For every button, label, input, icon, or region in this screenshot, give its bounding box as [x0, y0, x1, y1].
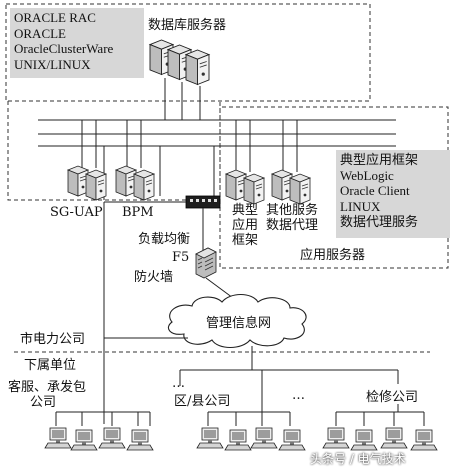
db-info-box: ORACLE RAC ORACLE OracleClusterWare UNIX…: [10, 8, 144, 78]
client-pc-icon: [278, 429, 306, 451]
app-box-line: WebLogic: [340, 167, 394, 183]
client-pc-icon: [196, 427, 224, 449]
ellipsis-left: …: [172, 376, 185, 391]
client-pc-icon: [44, 427, 72, 449]
sg-uap-server-icon: [67, 165, 89, 197]
sg-uap-server-icon: [85, 169, 107, 201]
db-box-line: ORACLE RAC: [14, 10, 96, 25]
typical-framework-label: 典型 应用 框架: [232, 203, 259, 248]
app-box-line: 数据代理服务: [340, 214, 419, 229]
data-proxy-server-icon: [289, 173, 311, 205]
client-pc-icon: [350, 429, 378, 451]
db-dashed-region: [5, 3, 371, 102]
client-pc-icon: [224, 429, 252, 451]
client-pc-icon: [410, 429, 438, 451]
other-services-label: 其他服务 数据代理: [266, 203, 319, 233]
subordinate-label: 下属单位: [24, 358, 77, 373]
maintenance-company-label: 检修公司: [366, 390, 419, 405]
app-info-box: 典型应用框架 WebLogic Oracle Client LINUX 数据代理…: [336, 150, 450, 238]
mgmt-net-label: 管理信息网: [206, 316, 272, 331]
city-company-label: 市电力公司: [20, 332, 86, 347]
data-proxy-server-icon: [271, 169, 293, 201]
county-company-label: 区/县公司: [174, 394, 231, 409]
client-pc-icon: [250, 427, 278, 449]
load-balancer-icon: [185, 195, 221, 209]
ellipsis-right: …: [292, 388, 305, 403]
bpm-label: BPM: [122, 205, 154, 220]
app-box-line: Oracle Client: [340, 183, 410, 198]
sg-uap-label: SG-UAP: [50, 205, 103, 220]
client-pc-icon: [98, 427, 126, 449]
watermark: 头条号 / 电气技术: [310, 452, 406, 466]
f5-label: F5: [172, 250, 190, 265]
client-pc-icon: [126, 429, 154, 451]
db-box-line: UNIX/LINUX: [14, 56, 91, 72]
app-box-line: LINUX: [340, 198, 381, 214]
framework-server-icon: [225, 169, 247, 201]
bpm-server-icon: [115, 165, 137, 197]
db-box-line: ORACLE: [14, 25, 66, 41]
client-pc-icon: [70, 429, 98, 451]
db-server-icon: [185, 49, 210, 86]
db-server-label: 数据库服务器: [148, 18, 227, 33]
customer-service-label: 客服、承发包 公司: [8, 380, 87, 410]
app-box-line: 典型应用框架: [340, 152, 419, 167]
main-dashed-region: [7, 101, 449, 269]
mgmt-network-cloud: [167, 293, 307, 349]
client-pc-icon: [380, 427, 408, 449]
db-box-line: OracleClusterWare: [14, 41, 114, 56]
load-balance-label: 负载均衡: [138, 232, 191, 247]
client-pc-icon: [322, 427, 350, 449]
bpm-server-icon: [133, 169, 155, 201]
firewall-label: 防火墙: [134, 270, 174, 285]
firewall-icon: [195, 247, 217, 279]
app-server-label: 应用服务器: [300, 248, 366, 263]
framework-server-icon: [243, 173, 265, 205]
